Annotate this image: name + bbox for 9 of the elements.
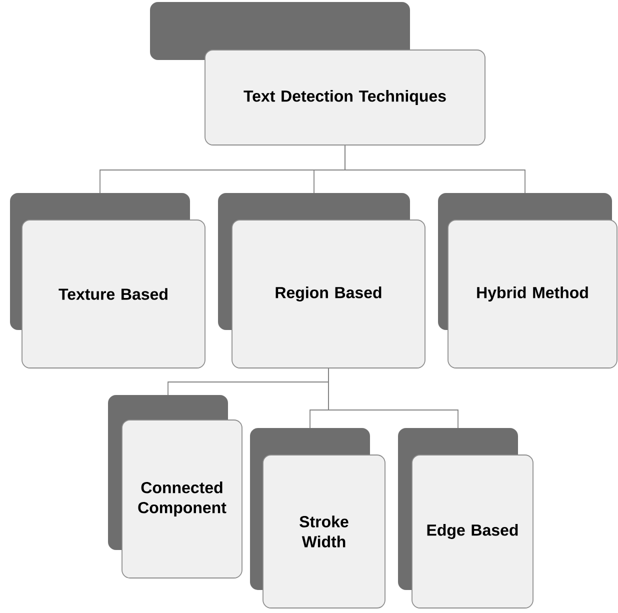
category-box: Edge Based — [398, 428, 534, 608]
category-box: Texture Based — [10, 193, 206, 368]
category-box: Hybrid Method — [438, 193, 618, 368]
connector-line — [344, 145, 526, 194]
connector-line — [328, 368, 458, 428]
category-box: Connected Component — [108, 395, 242, 578]
category-box: Region Based — [218, 193, 426, 368]
category-box: Text Detection Techniques — [150, 2, 486, 146]
category-box: Stroke Width — [250, 428, 386, 608]
